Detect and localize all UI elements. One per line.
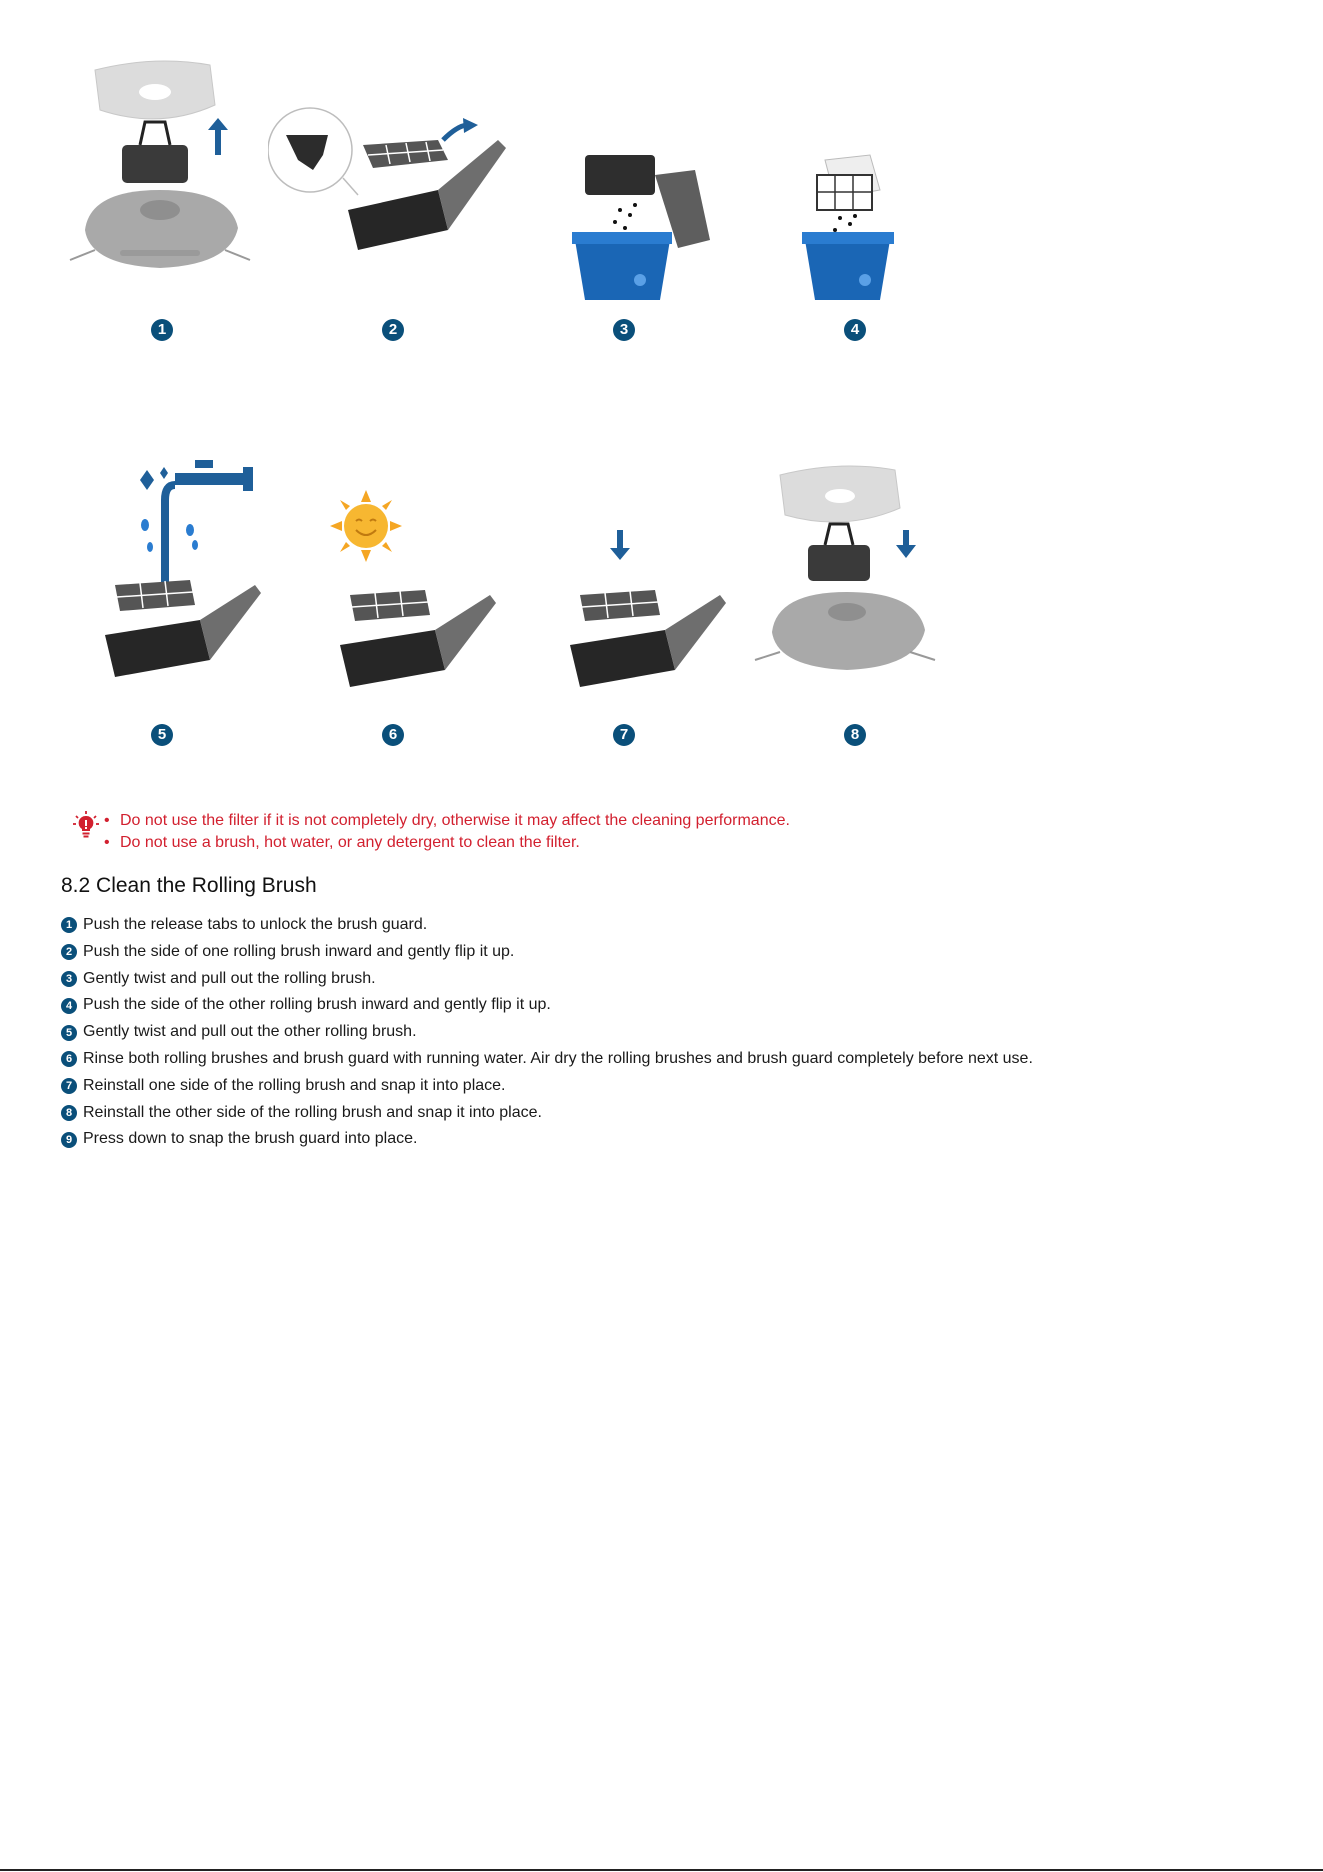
tip-item: •Do not use the filter if it is not comp… (104, 810, 1004, 832)
step-badge-8: 8 (844, 724, 866, 746)
tap-filter-image (795, 150, 955, 300)
step-3-illustration (560, 150, 780, 300)
tip-list: •Do not use the filter if it is not comp… (104, 810, 1004, 854)
step-4-illustration (795, 150, 1015, 300)
step-number: 6 (61, 1051, 77, 1067)
step-number: 1 (61, 917, 77, 933)
step-badge-5: 5 (151, 724, 173, 746)
list-item: 1 Push the release tabs to unlock the bru… (61, 912, 1281, 939)
step-text: Rinse both rolling brushes and brush gua… (83, 1046, 1033, 1073)
list-item: 4 Push the side of the other rolling brus… (61, 992, 1281, 1019)
lightbulb-tip-icon (72, 810, 100, 838)
list-item: 9 Press down to snap the brush guard into… (61, 1126, 1281, 1153)
step-text: Gently twist and pull out the other roll… (83, 1019, 417, 1046)
list-item: 8 Reinstall the other side of the rolling… (61, 1100, 1281, 1127)
reinstall-filter-image (560, 530, 740, 690)
section-title: 8.2 Clean the Rolling Brush (61, 874, 317, 898)
step-text: Push the side of the other rolling brush… (83, 992, 551, 1019)
step-text: Reinstall one side of the rolling brush … (83, 1073, 505, 1100)
step-text: Push the release tabs to unlock the brus… (83, 912, 427, 939)
rinse-filter-image (95, 455, 275, 685)
tip-bullet: • (104, 810, 120, 832)
step-number: 9 (61, 1132, 77, 1148)
step-number: 5 (61, 1025, 77, 1041)
step-7-illustration (560, 530, 780, 690)
robot-lid-removal-image (60, 50, 280, 290)
step-text: Press down to snap the brush guard into … (83, 1126, 417, 1153)
page-bottom-rule (0, 1869, 1323, 1871)
filter-removal-image (268, 100, 508, 300)
illustration-row-1: 1 2 3 (0, 40, 1323, 360)
step-badge-1: 1 (151, 319, 173, 341)
robot-reinstall-image (750, 460, 950, 690)
step-text: Reinstall the other side of the rolling … (83, 1100, 542, 1127)
step-badge-3: 3 (613, 319, 635, 341)
step-number: 2 (61, 944, 77, 960)
step-badge-7: 7 (613, 724, 635, 746)
tip-bullet: • (104, 832, 120, 854)
step-number: 7 (61, 1078, 77, 1094)
sun-dry-image (330, 490, 510, 690)
step-badge-2: 2 (382, 319, 404, 341)
step-5-illustration (95, 455, 315, 685)
step-badge-6: 6 (382, 724, 404, 746)
list-item: 7 Reinstall one side of the rolling brush… (61, 1073, 1281, 1100)
sun-icon (330, 490, 402, 562)
step-1-illustration (60, 50, 280, 290)
illustration-row-2: 5 6 7 (0, 450, 1323, 770)
empty-dustbin-image (560, 150, 740, 300)
step-text: Push the side of one rolling brush inwar… (83, 939, 514, 966)
step-number: 3 (61, 971, 77, 987)
step-badge-4: 4 (844, 319, 866, 341)
step-8-illustration (750, 460, 970, 690)
tip-item: •Do not use a brush, hot water, or any d… (104, 832, 1004, 854)
step-6-illustration (330, 490, 550, 690)
tip-text: Do not use the filter if it is not compl… (120, 812, 790, 829)
step-number: 4 (61, 998, 77, 1014)
step-number: 8 (61, 1105, 77, 1121)
step-list: 1 Push the release tabs to unlock the bru… (61, 912, 1281, 1153)
list-item: 2 Push the side of one rolling brush inwa… (61, 939, 1281, 966)
step-text: Gently twist and pull out the rolling br… (83, 966, 376, 993)
list-item: 5 Gently twist and pull out the other rol… (61, 1019, 1281, 1046)
tip-text: Do not use a brush, hot water, or any de… (120, 834, 580, 851)
step-2-illustration (268, 100, 488, 300)
list-item: 6 Rinse both rolling brushes and brush gu… (61, 1046, 1281, 1073)
list-item: 3 Gently twist and pull out the rolling b… (61, 966, 1281, 993)
